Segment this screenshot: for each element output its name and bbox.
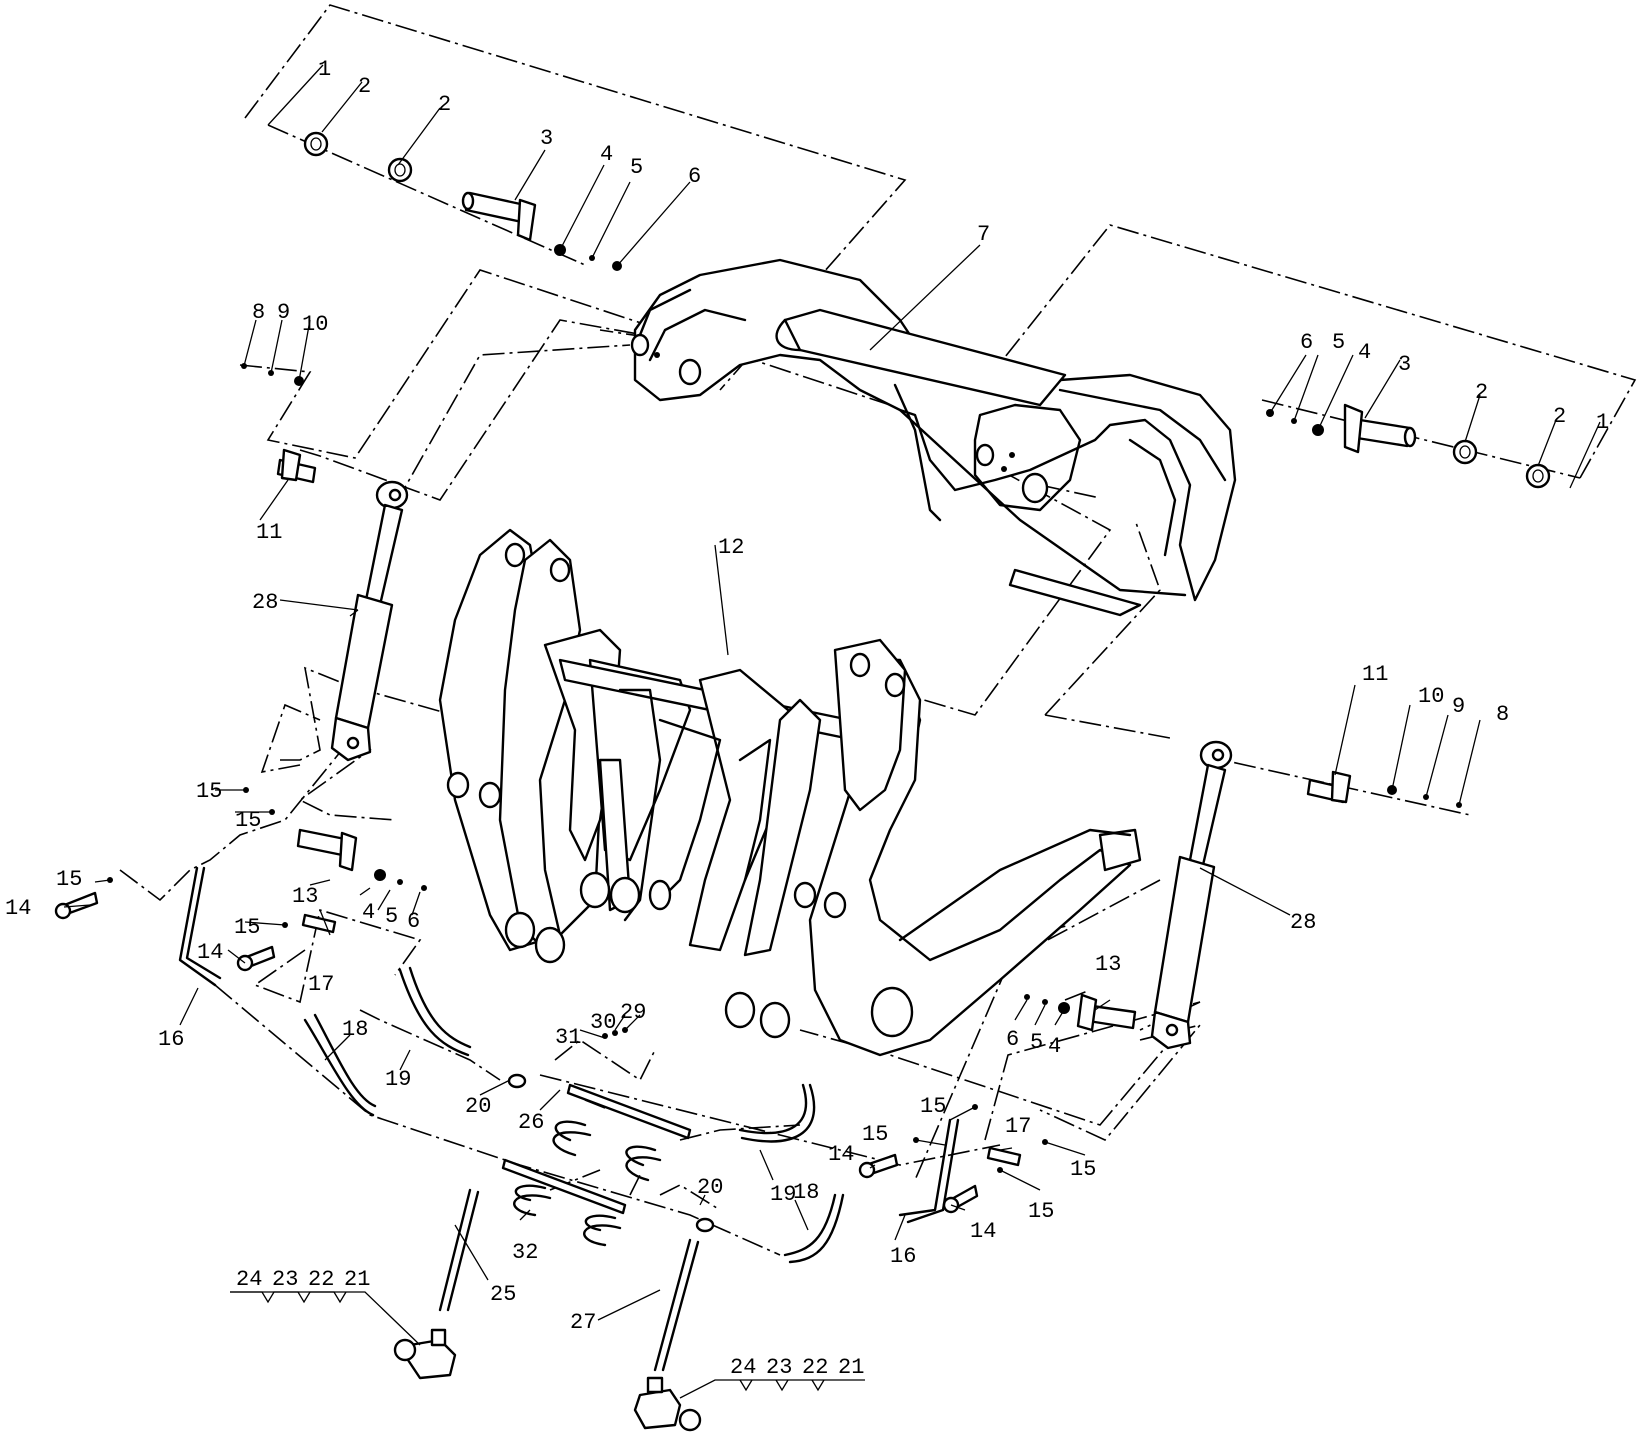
upper-frame-arm [630, 258, 1237, 617]
callout-c5b: 5 [385, 904, 398, 929]
callout-c2r: 2 [1475, 380, 1488, 405]
callout-c20r: 20 [697, 1175, 723, 1200]
callout-c31: 31 [555, 1025, 581, 1050]
callout-labels: 1 2 2 3 4 5 6 7 8 9 10 11 12 28 6 5 4 3 … [5, 57, 1609, 1380]
callout-c4b: 4 [362, 900, 375, 925]
callout-leaders [63, 64, 1601, 1399]
callout-c22a: 22 [308, 1267, 334, 1292]
callout-c23b: 23 [766, 1355, 792, 1380]
callout-c15a: 15 [196, 779, 222, 804]
callout-c1r: 1 [1596, 410, 1609, 435]
callout-c14a: 14 [5, 896, 31, 921]
callout-c3r: 3 [1398, 352, 1411, 377]
callout-c15d: 15 [234, 915, 260, 940]
callout-c10r: 10 [1418, 684, 1444, 709]
callout-c15e: 15 [920, 1094, 946, 1119]
callout-c16: 16 [158, 1027, 184, 1052]
callout-c15b: 15 [235, 808, 261, 833]
assembly-guide-lines [119, 4, 1637, 1256]
callout-c19: 19 [385, 1067, 411, 1092]
callout-c4r: 4 [1358, 340, 1371, 365]
callout-c19r: 19 [770, 1182, 796, 1207]
callout-c24a: 24 [236, 1267, 262, 1292]
callout-c15c: 15 [56, 867, 82, 892]
callout-c18r: 18 [793, 1180, 819, 1205]
callout-c26: 26 [518, 1110, 544, 1135]
callout-c6r: 6 [1300, 330, 1313, 355]
pin-11-right [1306, 770, 1352, 804]
callout-c11: 11 [256, 520, 282, 545]
callout-c20: 20 [465, 1094, 491, 1119]
bolts [54, 891, 1022, 1214]
pin-3-right [1343, 403, 1417, 454]
callout-c16r: 16 [890, 1244, 916, 1269]
callout-c25: 25 [490, 1282, 516, 1307]
bushings [303, 131, 1551, 489]
callout-c15g: 15 [1070, 1157, 1096, 1182]
callout-c28: 28 [252, 590, 278, 615]
callout-c6b: 6 [407, 909, 420, 934]
callout-c1: 1 [318, 57, 331, 82]
callout-c21b: 21 [838, 1355, 864, 1380]
callout-c13: 13 [292, 884, 318, 909]
callout-c11r: 11 [1362, 662, 1388, 687]
callout-c14d: 14 [970, 1219, 996, 1244]
pipes-and-hoses [178, 866, 960, 1372]
callout-c18: 18 [342, 1017, 368, 1042]
callout-c15f: 15 [862, 1122, 888, 1147]
pin-3-left [461, 191, 537, 242]
valve-assembly-left [393, 1328, 457, 1380]
callout-c23a: 23 [272, 1267, 298, 1292]
hydraulic-cylinder-left [330, 480, 409, 762]
callout-c28r: 28 [1290, 910, 1316, 935]
callout-c12: 12 [718, 535, 744, 560]
callout-c2a: 2 [358, 74, 371, 99]
callout-c21a: 21 [344, 1267, 370, 1292]
hydraulic-cylinder-right [1150, 740, 1233, 1050]
callout-c32: 32 [512, 1240, 538, 1265]
callout-c13r: 13 [1095, 952, 1121, 977]
callout-c22b: 22 [802, 1355, 828, 1380]
callout-c3: 3 [540, 126, 553, 151]
callout-c2b: 2 [438, 92, 451, 117]
callout-c29: 29 [620, 1000, 646, 1025]
callout-c4: 4 [600, 142, 613, 167]
callout-c14c: 14 [828, 1142, 854, 1167]
callout-c6r2: 6 [1006, 1027, 1019, 1052]
callout-c14b: 14 [197, 940, 223, 965]
callout-c8r: 8 [1496, 702, 1509, 727]
callout-c7: 7 [977, 222, 990, 247]
callout-c9r: 9 [1452, 694, 1465, 719]
pin-13-right [1076, 993, 1137, 1032]
pin-13-left [296, 828, 358, 872]
callout-c17: 17 [308, 972, 334, 997]
valve-assembly-right [633, 1376, 702, 1432]
callout-c10: 10 [302, 312, 328, 337]
callout-c5r2: 5 [1030, 1030, 1043, 1055]
callout-c8: 8 [252, 300, 265, 325]
callout-c6: 6 [688, 164, 701, 189]
callout-c27: 27 [570, 1310, 596, 1335]
main-lower-frame [438, 528, 1142, 1057]
pin-11-left [276, 448, 317, 484]
callout-c5: 5 [630, 155, 643, 180]
callout-c30: 30 [590, 1010, 616, 1035]
callout-c15h: 15 [1028, 1199, 1054, 1224]
callout-c5r: 5 [1332, 330, 1345, 355]
callout-c4r2: 4 [1048, 1034, 1061, 1059]
callout-c24b: 24 [730, 1355, 756, 1380]
callout-c17r: 17 [1005, 1114, 1031, 1139]
callout-c9: 9 [277, 300, 290, 325]
callout-c2r2: 2 [1553, 404, 1566, 429]
